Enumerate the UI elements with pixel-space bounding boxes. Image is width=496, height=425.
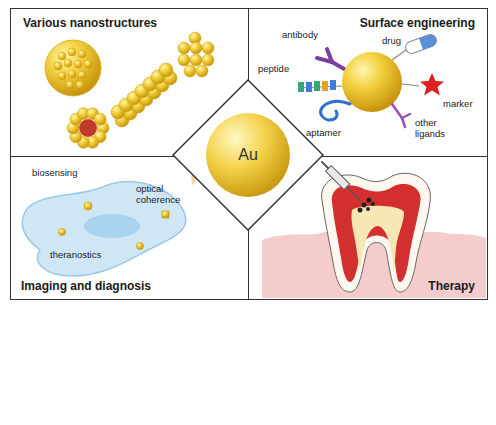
illustration-label: drug [382,36,401,47]
illustration-label: biosensing [32,168,77,179]
tooth-outline [322,173,431,292]
drug-capsule [404,33,438,55]
peptide-chain [298,80,342,92]
gold-sphere [206,113,290,197]
aptamer-strand [321,101,350,120]
nanorod [111,63,177,127]
panel-heading: Various nanostructures [23,16,157,30]
tooth-dentin [332,184,421,282]
center-diamond: Au [172,79,324,231]
panel-heading: Imaging and diagnosis [21,279,151,293]
panel-heading: Surface engineering [360,16,475,30]
illustration-label: optical coherence [136,184,190,206]
nanosphere [45,40,101,96]
core-shell-ring [67,108,109,149]
panel-heading: Therapy [428,279,475,293]
marker-star [420,73,444,96]
illustration-label: peptide [258,64,289,75]
nanocluster [178,32,214,77]
illustration-label: antibody [282,30,318,41]
tooth-pulp [351,206,404,272]
cell-nucleus [84,214,140,238]
illustration-label: other ligands [415,118,459,140]
gold-probe [59,202,170,250]
antibody-symbol [317,49,346,70]
syringe [319,159,364,204]
nanoparticle-dots [358,198,376,213]
illustration-label: theranostics [50,250,101,261]
illustration-label: marker [443,99,473,110]
diamond-outline [173,80,323,230]
illustration-label: aptamer [306,128,341,139]
other-ligand [392,104,410,127]
element-label: Au [238,146,258,164]
